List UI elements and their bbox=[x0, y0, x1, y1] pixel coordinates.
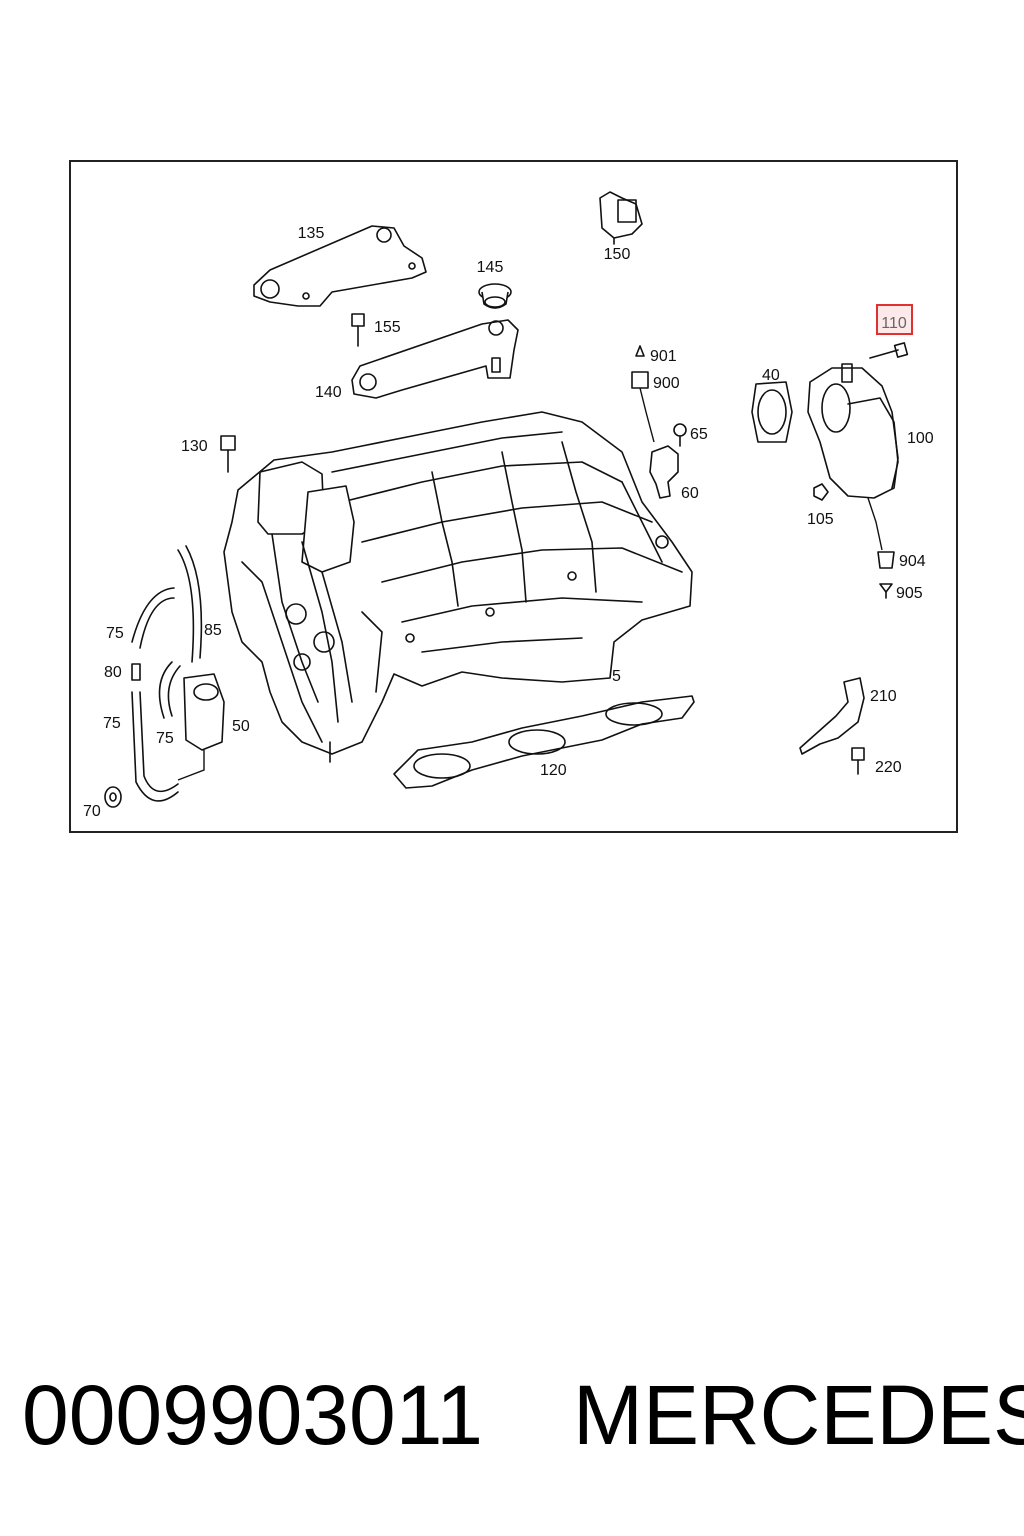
part-105-clip bbox=[813, 483, 829, 501]
part-75-hose-lower bbox=[131, 691, 179, 802]
part-60-sensor bbox=[649, 445, 679, 499]
label-85: 85 bbox=[204, 622, 222, 639]
part-40-gasket bbox=[751, 381, 793, 443]
caption: 0009903011 MERCEDES bbox=[0, 1360, 1024, 1470]
part-110-screw bbox=[869, 342, 909, 359]
label-155: 155 bbox=[374, 319, 401, 336]
diagram-frame: 135 145 150 155 140 901 900 40 65 100 13… bbox=[69, 160, 958, 833]
label-105: 105 bbox=[807, 511, 834, 528]
part-904-905-connectors bbox=[877, 551, 895, 599]
part-5-intake-manifold bbox=[223, 411, 693, 763]
part-210-shield bbox=[799, 677, 865, 755]
part-150-clip bbox=[599, 191, 643, 245]
brand-name: MERCEDES bbox=[573, 1368, 1024, 1462]
label-130: 130 bbox=[181, 438, 208, 455]
label-50: 50 bbox=[232, 718, 250, 735]
part-75-hose-upper bbox=[131, 587, 175, 649]
label-140: 140 bbox=[315, 384, 342, 401]
part-number: 0009903011 bbox=[22, 1368, 483, 1462]
label-901: 901 bbox=[650, 348, 677, 365]
part-135-bracket bbox=[253, 225, 427, 307]
label-120: 120 bbox=[540, 762, 567, 779]
part-120-gasket bbox=[393, 695, 695, 789]
label-80: 80 bbox=[104, 664, 122, 681]
part-70-washer bbox=[104, 786, 122, 808]
label-145: 145 bbox=[477, 259, 504, 276]
label-110: 110 bbox=[881, 315, 907, 332]
part-220-bolt bbox=[851, 747, 865, 775]
highlight-110: 110 bbox=[876, 304, 913, 335]
label-220: 220 bbox=[875, 759, 902, 776]
part-900-901-connectors bbox=[631, 345, 655, 443]
label-210: 210 bbox=[870, 688, 897, 705]
part-100-throttle-body bbox=[807, 363, 899, 551]
part-140-bracket bbox=[351, 319, 519, 399]
label-150: 150 bbox=[604, 246, 631, 263]
part-50-valve bbox=[177, 673, 225, 781]
part-80-connector bbox=[131, 663, 141, 681]
part-75-hose-middle bbox=[158, 661, 181, 719]
part-130-bolt bbox=[220, 435, 236, 473]
label-40: 40 bbox=[762, 367, 780, 384]
label-904: 904 bbox=[899, 553, 926, 570]
part-85-hose bbox=[177, 545, 203, 663]
label-100: 100 bbox=[907, 430, 934, 447]
label-60: 60 bbox=[681, 485, 699, 502]
label-75-lower: 75 bbox=[103, 715, 121, 732]
part-145-cap bbox=[478, 283, 512, 309]
label-65: 65 bbox=[690, 426, 708, 443]
label-905: 905 bbox=[896, 585, 923, 602]
label-70: 70 bbox=[83, 803, 101, 820]
label-5: 5 bbox=[612, 668, 621, 685]
label-135: 135 bbox=[298, 225, 325, 242]
label-75-upper: 75 bbox=[106, 625, 124, 642]
part-65-screw bbox=[673, 423, 687, 447]
label-900: 900 bbox=[653, 375, 680, 392]
part-155-bolt bbox=[351, 313, 365, 347]
label-75-middle: 75 bbox=[156, 730, 174, 747]
exploded-parts-diagram: 135 145 150 155 140 901 900 40 65 100 13… bbox=[83, 191, 934, 820]
